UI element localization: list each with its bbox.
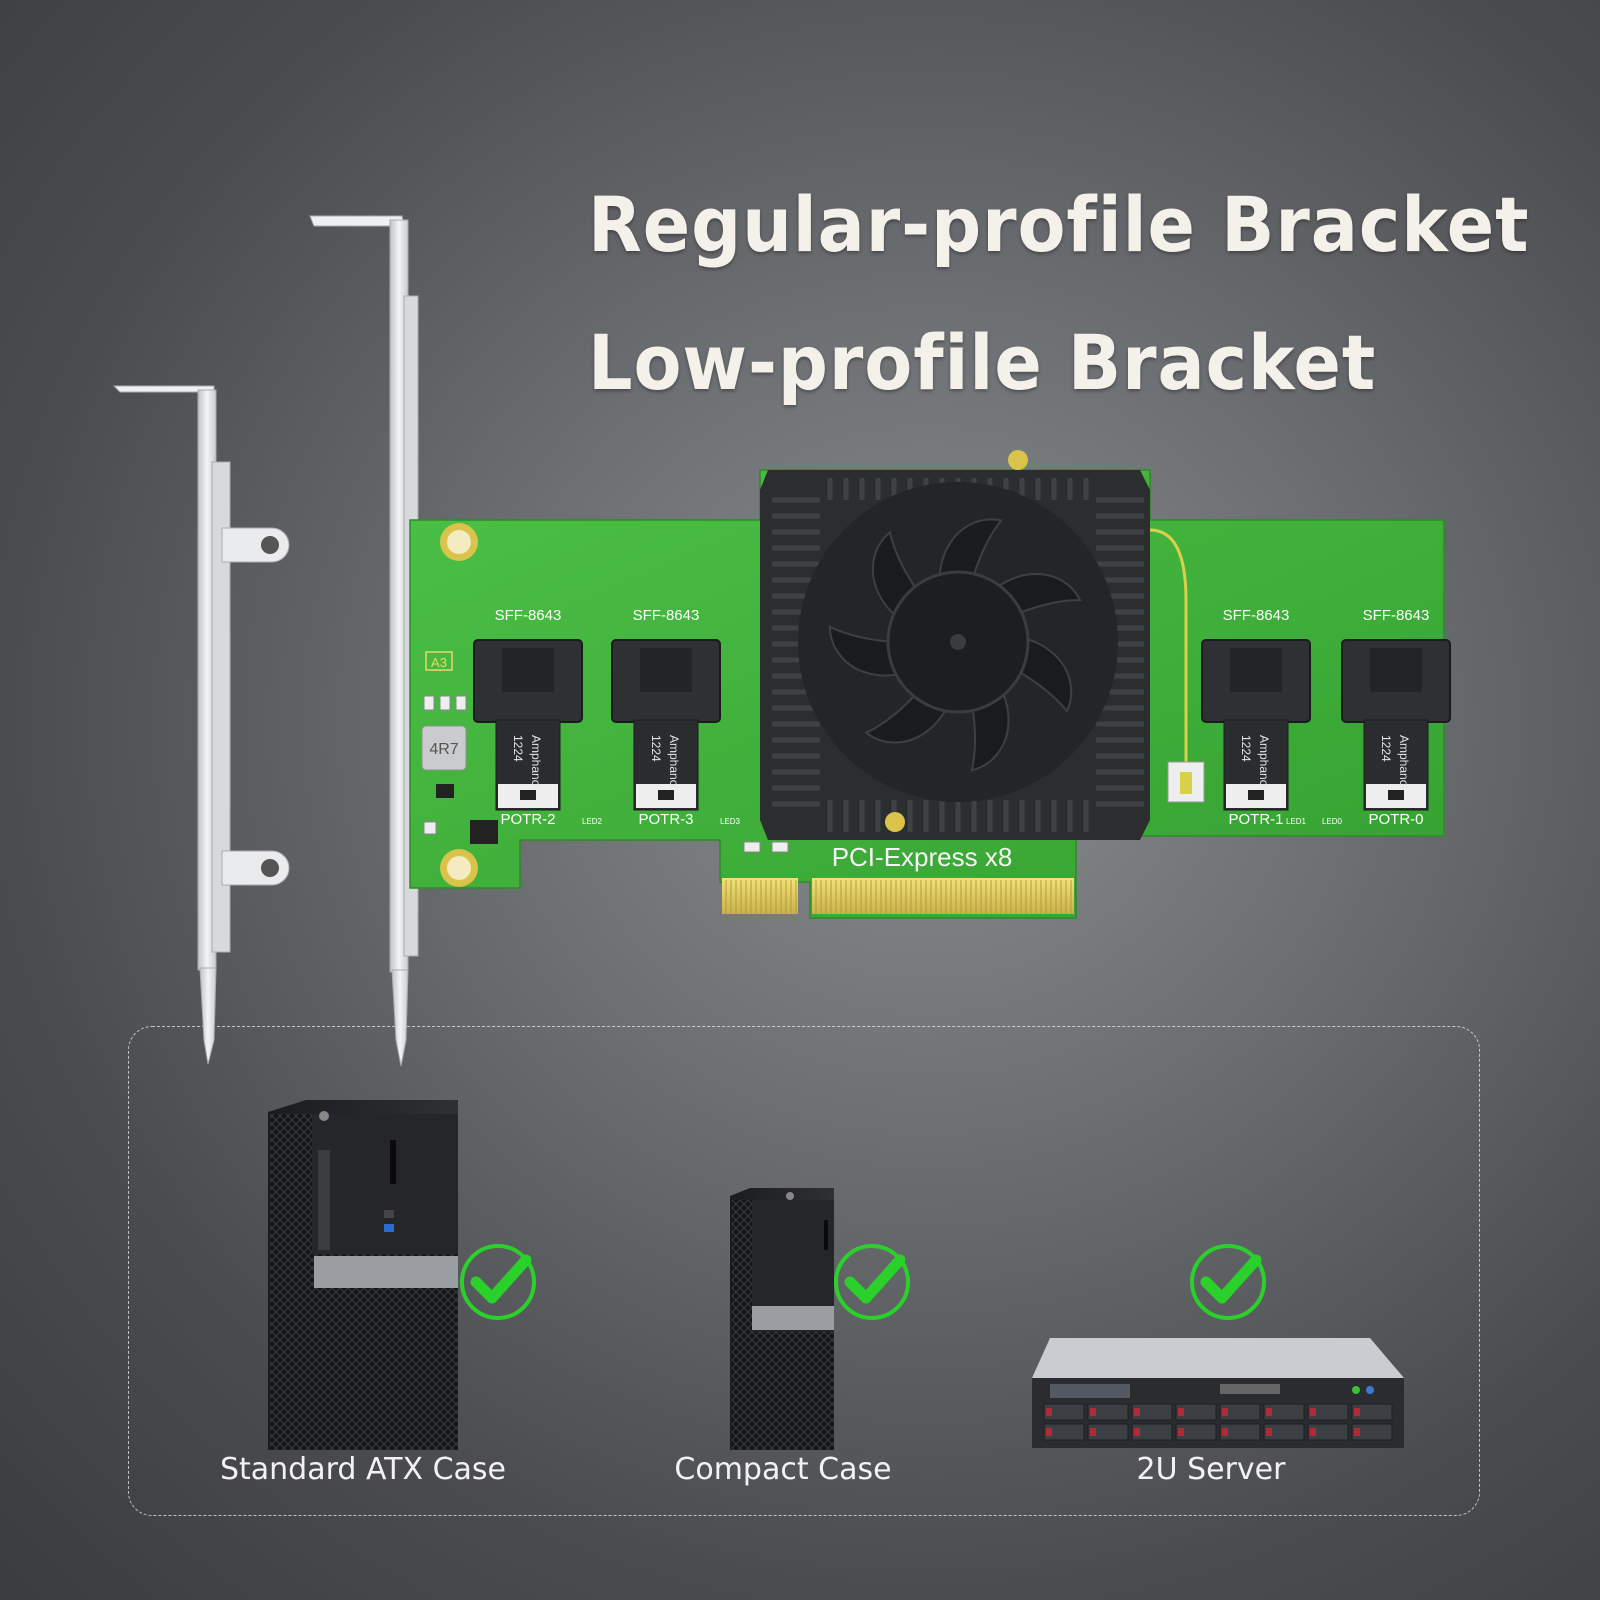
- port-label: POTR-0: [1368, 811, 1423, 828]
- connector-brand: Amphanol: [1257, 735, 1271, 789]
- silk-a3: A3: [431, 655, 447, 670]
- gold-fingers-short: [722, 878, 798, 914]
- regular-profile-bracket: [309, 215, 419, 1067]
- connector-brand: Amphanol: [1397, 735, 1411, 789]
- connector-type-label: SFF-8643: [495, 607, 562, 624]
- headline-regular: Regular-profile Bracket: [588, 180, 1530, 269]
- inductor-label: 4R7: [429, 741, 458, 758]
- check-icon: [460, 1244, 536, 1320]
- interface-label: PCI-Express x8: [832, 842, 1013, 872]
- headline-low: Low-profile Bracket: [588, 318, 1377, 407]
- led-label: LED1: [1286, 817, 1307, 826]
- connector-brand: Amphanol: [667, 735, 681, 789]
- case-label-server: 2U Server: [1136, 1452, 1286, 1487]
- heatsink: [760, 450, 1150, 840]
- compatibility-panel: [128, 1026, 1480, 1516]
- led-label: LED0: [1322, 817, 1343, 826]
- connector-code: 1224: [649, 735, 663, 762]
- connector-brand: Amphanol: [529, 735, 543, 789]
- connector-type-label: SFF-8643: [633, 607, 700, 624]
- compact-case-image: [730, 1188, 834, 1450]
- check-icon: [1190, 1244, 1266, 1320]
- case-label-atx: Standard ATX Case: [219, 1452, 507, 1487]
- port-label: POTR-2: [500, 811, 555, 828]
- port-label: POTR-1: [1228, 811, 1283, 828]
- 2u-server-image: [1032, 1338, 1404, 1448]
- led-label: LED3: [720, 817, 741, 826]
- case-label-compact: Compact Case: [674, 1452, 892, 1487]
- mounting-hole-icon: [440, 523, 478, 887]
- led-label: LED2: [582, 817, 603, 826]
- low-profile-bracket: [112, 385, 290, 1065]
- check-icon: [834, 1244, 910, 1320]
- standard-atx-case-image: [268, 1100, 458, 1450]
- connector-code: 1224: [1379, 735, 1393, 762]
- port-label: POTR-3: [638, 811, 693, 828]
- connector-type-label: SFF-8643: [1363, 607, 1430, 624]
- connector-code: 1224: [1239, 735, 1253, 762]
- connector-type-label: SFF-8643: [1223, 607, 1290, 624]
- connector-code: 1224: [511, 735, 525, 762]
